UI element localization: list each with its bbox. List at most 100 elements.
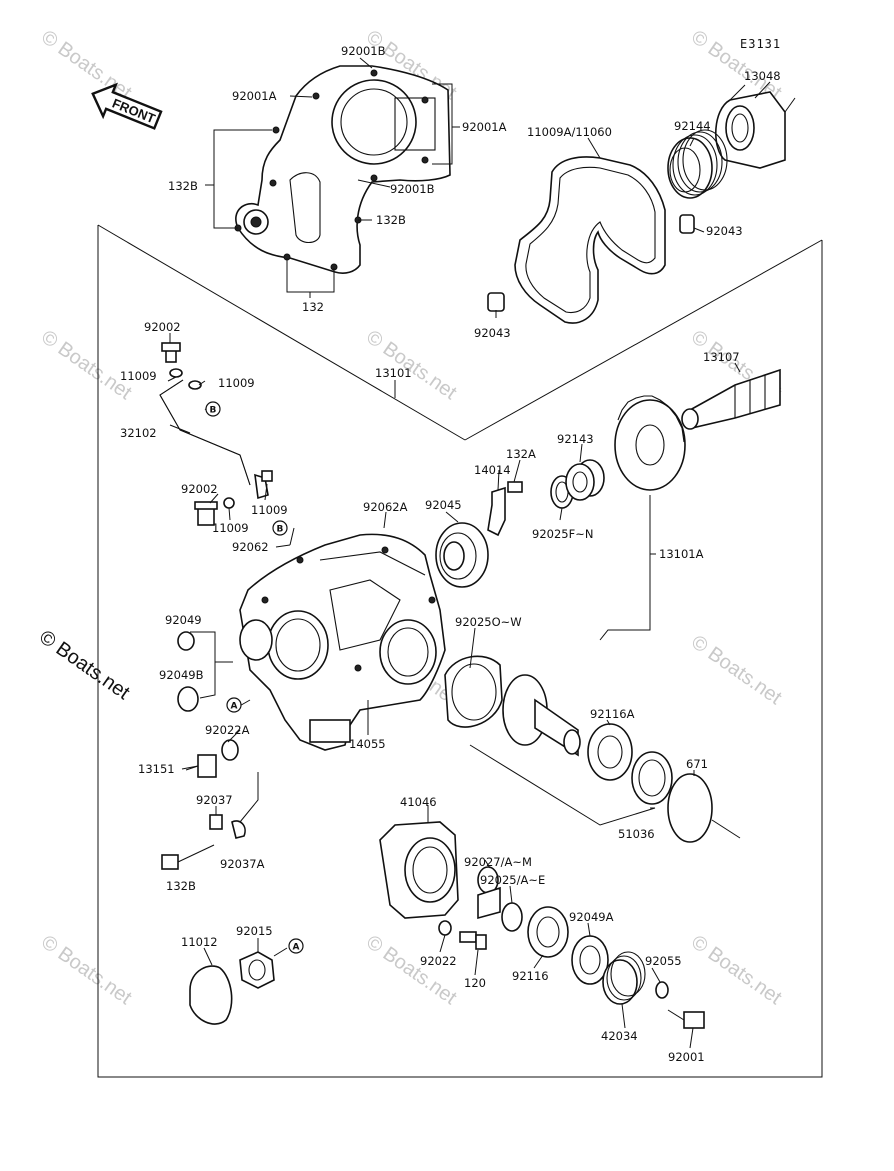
part-label-92116: 92116 <box>512 969 549 983</box>
clamp-92037A <box>231 820 246 839</box>
part-label-92001B: 92001B <box>390 182 435 196</box>
part-label-92002: 92002 <box>144 320 181 334</box>
part-label-92049A: 92049A <box>569 910 614 924</box>
part-label-132A: 132A <box>506 447 536 461</box>
part-label-13101A: 13101A <box>659 547 704 561</box>
o-ring-92055 <box>655 981 669 999</box>
cap-11012 <box>189 965 233 1025</box>
part-label-92025F-N: 92025F~N <box>532 527 593 541</box>
callout-letter: B <box>277 525 284 535</box>
part-label-42034: 42034 <box>601 1029 638 1043</box>
housing-41046 <box>379 821 459 919</box>
part-label-32102: 32102 <box>120 426 157 440</box>
leader-lines <box>167 57 771 1049</box>
sensor-13151 <box>185 754 217 778</box>
bearing-92045 <box>435 522 489 588</box>
part-label-132B: 132B <box>166 879 196 893</box>
part-label-92015: 92015 <box>236 924 273 938</box>
gear-cover <box>234 65 451 274</box>
part-label-671: 671 <box>686 757 708 771</box>
dowel-92043 <box>679 214 695 234</box>
part-label-14055: 14055 <box>349 737 386 751</box>
part-label-92001B: 92001B <box>341 44 386 58</box>
part-label-92025-A-E: 92025/A~E <box>480 873 545 887</box>
part-label-41046: 41046 <box>400 795 437 809</box>
bearing-92116A <box>587 723 633 781</box>
bolt-132A <box>507 481 523 493</box>
part-label-11009: 11009 <box>218 376 255 390</box>
part-label-92043: 92043 <box>706 224 743 238</box>
gear-42034 <box>602 951 646 1005</box>
watermark: © Boats.net <box>687 931 786 1009</box>
o-ring-92049 <box>177 631 195 651</box>
part-label-13101: 13101 <box>375 366 412 380</box>
part-label-132: 132 <box>302 300 324 314</box>
callout-letter: A <box>293 943 300 953</box>
part-label-132B: 132B <box>376 213 406 227</box>
part-label-92062A: 92062A <box>363 500 408 514</box>
bearing-92116 <box>527 906 569 958</box>
part-label-14014: 14014 <box>474 463 511 477</box>
part-label-92037: 92037 <box>196 793 233 807</box>
watermark: © Boats.net <box>37 326 136 404</box>
watermark: © Boats.net <box>37 931 136 1009</box>
part-label-92001A: 92001A <box>462 120 507 134</box>
callout-b-lower: B <box>272 520 288 536</box>
part-label-13151: 13151 <box>138 762 175 776</box>
nut-92015 <box>239 951 275 989</box>
pinion-gear <box>502 674 581 757</box>
shim-51036 <box>631 751 673 805</box>
bolt-132B <box>161 844 215 870</box>
part-labels: 92001B 92001A 92001A 132B 92001B 132B 13… <box>120 44 781 1064</box>
callout-b-upper: B <box>205 401 221 417</box>
bearing-92143 <box>565 459 605 501</box>
part-label-120: 120 <box>464 976 486 990</box>
o-ring-671 <box>667 773 713 843</box>
part-label-92144: 92144 <box>674 119 711 133</box>
ring-gear-13101A <box>614 395 686 491</box>
part-label-13107: 13107 <box>703 350 740 364</box>
shaft-13107 <box>681 368 781 430</box>
o-ring-92022 <box>438 920 452 936</box>
part-label-11009: 11009 <box>212 521 249 535</box>
part-label-11009A-11060: 11009A/11060 <box>527 125 612 139</box>
bolt-120 <box>459 931 487 950</box>
plug-92049B <box>177 686 199 712</box>
gasket <box>514 156 666 324</box>
dowel-92043 <box>487 292 505 312</box>
part-label-132B: 132B <box>168 179 198 193</box>
diagram-code: E3131 <box>740 37 781 51</box>
callout-a-upper: A <box>226 697 242 713</box>
callout-letter: A <box>231 702 238 712</box>
part-label-92027-A-M: 92027/A~M <box>464 855 532 869</box>
part-label-13048: 13048 <box>744 69 781 83</box>
gasket-92025OW <box>444 655 503 728</box>
bolt-92001 <box>667 1009 705 1029</box>
part-label-92049B: 92049B <box>159 668 204 682</box>
part-label-92049: 92049 <box>165 613 202 627</box>
part-label-92002: 92002 <box>181 482 218 496</box>
gear-case-14055 <box>239 533 446 751</box>
watermark: © Boats.net <box>362 931 461 1009</box>
watermark: © Boats.net <box>687 631 786 709</box>
bearing-92049A <box>571 935 609 985</box>
assembly-bracket <box>97 224 823 1078</box>
part-label-92001: 92001 <box>668 1050 705 1064</box>
flange-13048 <box>715 84 796 169</box>
part-label-92116A: 92116A <box>590 707 635 721</box>
callout-letter: B <box>210 406 217 416</box>
o-ring-92022A <box>221 739 239 761</box>
clip-92037 <box>209 814 223 830</box>
part-label-92062: 92062 <box>232 540 269 554</box>
part-label-92025O-W: 92025O~W <box>455 615 522 629</box>
part-label-92045: 92045 <box>425 498 462 512</box>
callout-a-lower: A <box>288 938 304 954</box>
spring-92144 <box>667 129 728 199</box>
part-label-92043: 92043 <box>474 326 511 340</box>
plate-14014 <box>487 486 506 537</box>
part-label-92143: 92143 <box>557 432 594 446</box>
watermark: © Boats.net <box>37 26 136 104</box>
part-label-11009: 11009 <box>251 503 288 517</box>
part-label-92022: 92022 <box>420 954 457 968</box>
